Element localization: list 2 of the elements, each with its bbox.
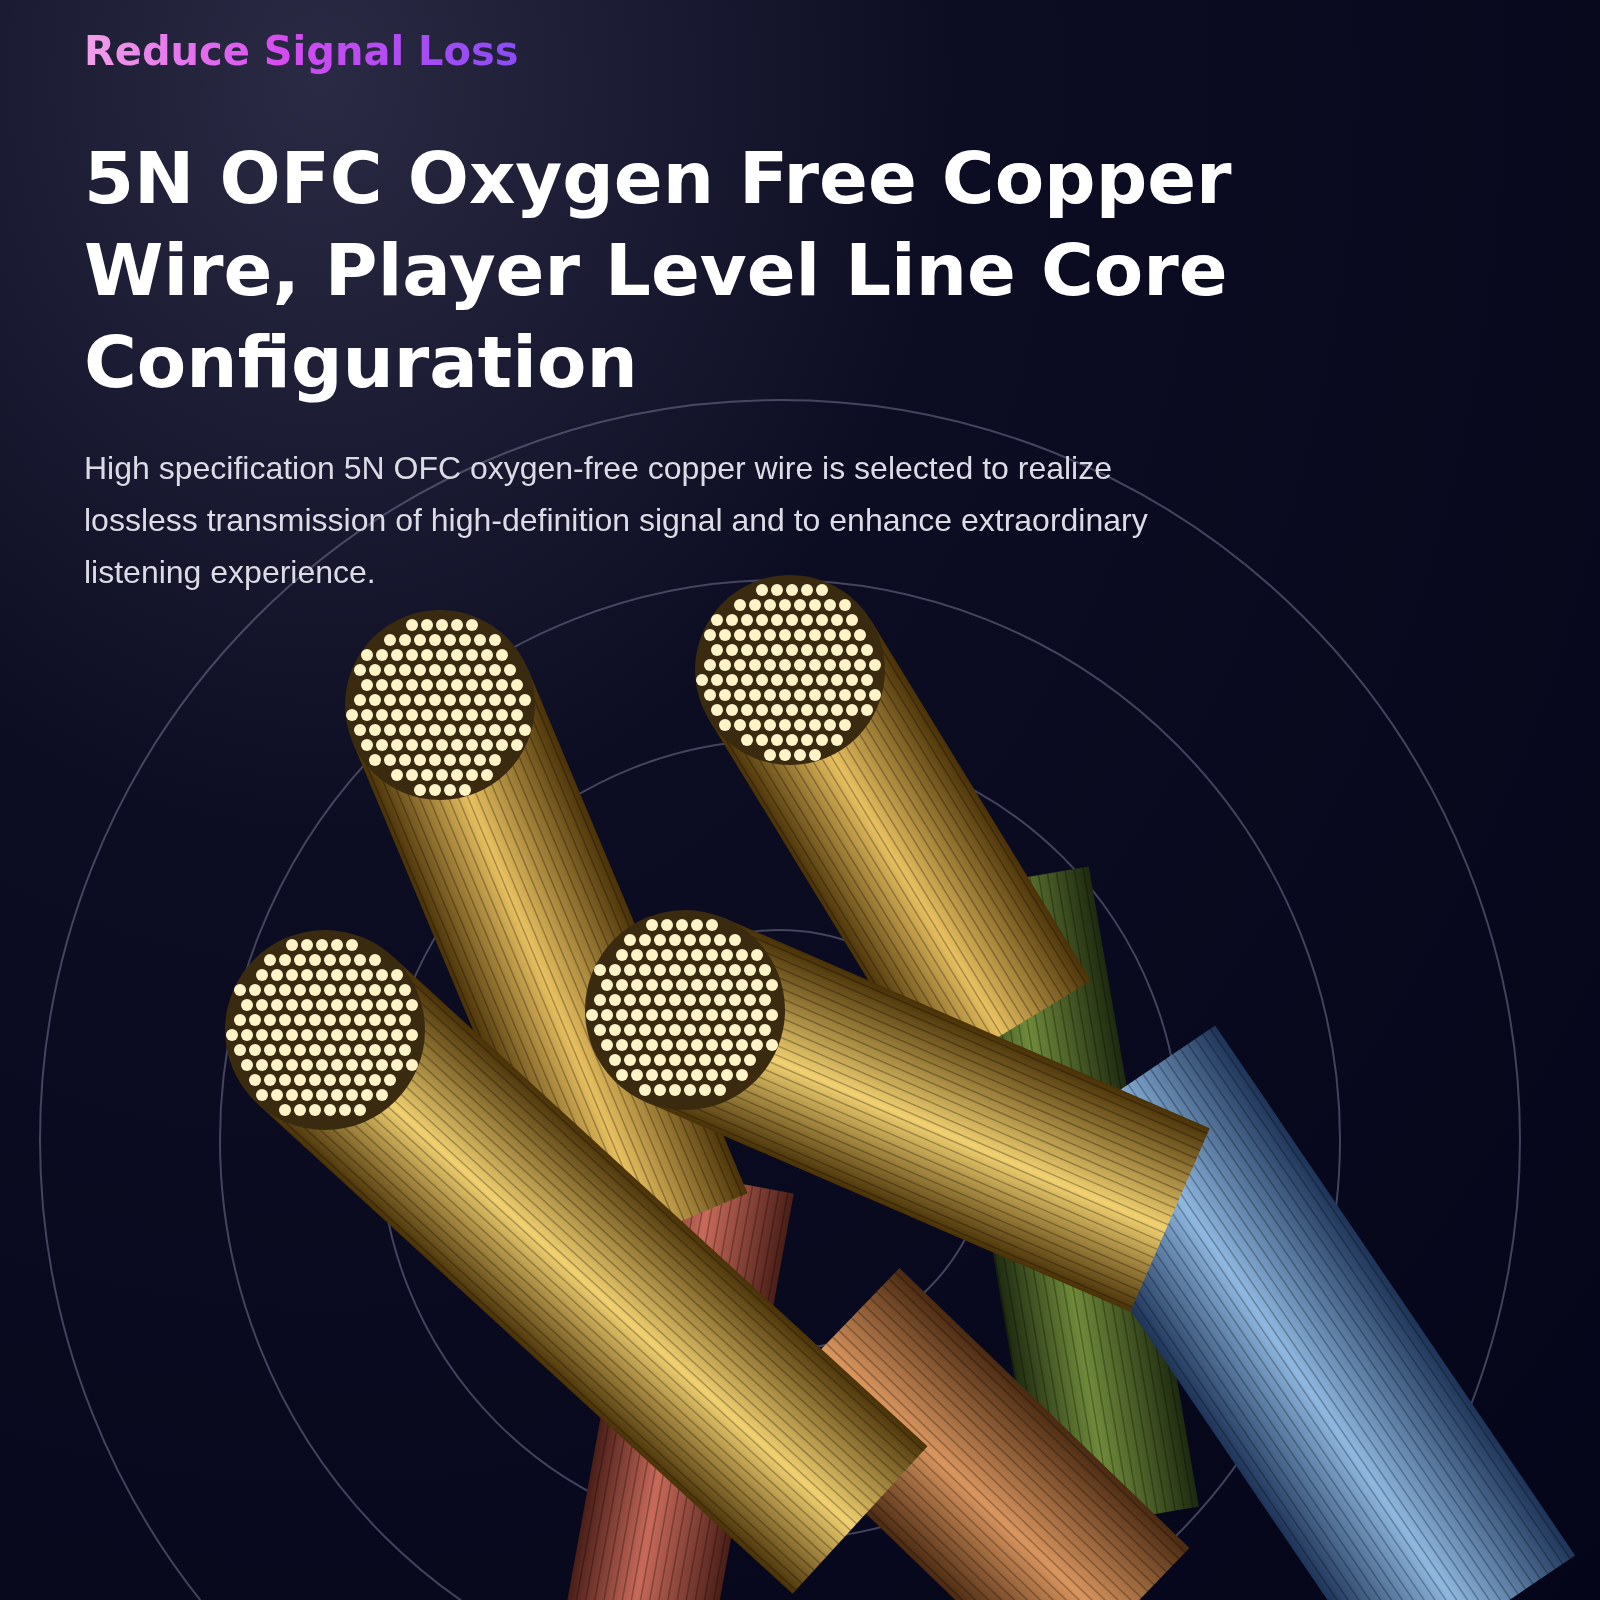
headline: 5N OFC Oxygen Free Copper Wire, Player Level Line Core Configuration (84, 135, 1233, 406)
description-paragraph: High specification 5N OFC oxygen-free copper wire is selected to realize lossless transmission of high-definition signal and to enhance extraordinary listening experience. (84, 449, 1149, 592)
